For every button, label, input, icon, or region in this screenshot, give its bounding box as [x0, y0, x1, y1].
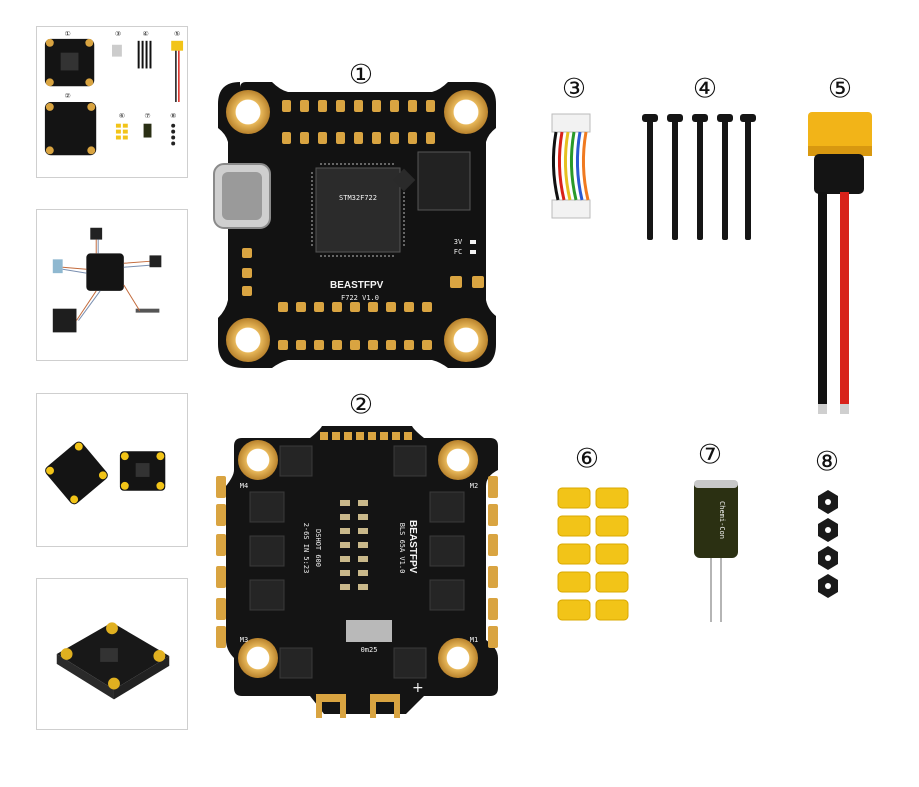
svg-text:Chemi-Con: Chemi-Con [718, 501, 726, 539]
item-number-2: ② [349, 390, 373, 421]
item-number-1: ① [349, 60, 373, 91]
rubber-grommets-icon [557, 487, 629, 621]
svg-text:BEASTFPV: BEASTFPV [330, 280, 384, 291]
thumbnail-stack-angled[interactable] [36, 578, 188, 730]
thumbnail-stack-top[interactable] [36, 393, 188, 547]
svg-text:STM32F722: STM32F722 [339, 194, 377, 202]
svg-text:M2: M2 [470, 482, 478, 490]
svg-text:③: ③ [115, 30, 121, 38]
svg-text:F722 V1.0: F722 V1.0 [341, 294, 379, 302]
svg-text:⑥: ⑥ [119, 112, 125, 120]
item-number-4: ④ [693, 74, 717, 105]
svg-text:④: ④ [142, 30, 148, 38]
svg-text:+: + [412, 680, 424, 696]
svg-text:M4: M4 [240, 482, 248, 490]
cable-icon [551, 113, 591, 219]
svg-text:DSHOT 600: DSHOT 600 [314, 529, 322, 567]
flight-controller-icon: STM32F722 3V FC BEASTFPV F722 V1.0 [213, 82, 496, 368]
svg-text:2-6S IN 5:23: 2-6S IN 5:23 [302, 523, 310, 574]
svg-text:BLS 65A V1.0: BLS 65A V1.0 [398, 523, 406, 574]
svg-text:3V: 3V [454, 238, 463, 246]
svg-text:BEASTFPV: BEASTFPV [407, 520, 418, 574]
screws-icon [642, 114, 756, 240]
svg-text:M3: M3 [240, 636, 248, 644]
capacitor-icon: Chemi-Con [694, 480, 738, 622]
main-product-image: ① [200, 0, 919, 783]
item-number-6: ⑥ [575, 444, 599, 475]
svg-text:⑤: ⑤ [174, 30, 180, 38]
thumbnail-wiring-diagram[interactable] [36, 209, 188, 361]
item-number-3: ③ [562, 74, 586, 105]
svg-text:0m25: 0m25 [361, 646, 378, 654]
thumbnail-package-contents[interactable]: ① ③ ④ ⑤ ② ⑥ ⑦ ⑧ [36, 26, 188, 178]
nuts-icon [818, 490, 838, 598]
item-number-7: ⑦ [698, 440, 722, 471]
thumb-num-1: ① [64, 30, 70, 38]
svg-text:⑧: ⑧ [170, 112, 176, 120]
item-number-8: ⑧ [815, 447, 839, 478]
svg-text:②: ② [64, 92, 70, 100]
item-number-5: ⑤ [828, 74, 852, 105]
esc-board-icon: 0m25 + M4 M2 M3 M1 DSHOT 600 2-6S IN 5:2… [216, 426, 498, 718]
xt60-connector-icon [808, 112, 872, 414]
svg-text:M1: M1 [470, 636, 478, 644]
svg-text:FC: FC [454, 248, 462, 256]
svg-text:⑦: ⑦ [144, 112, 150, 120]
